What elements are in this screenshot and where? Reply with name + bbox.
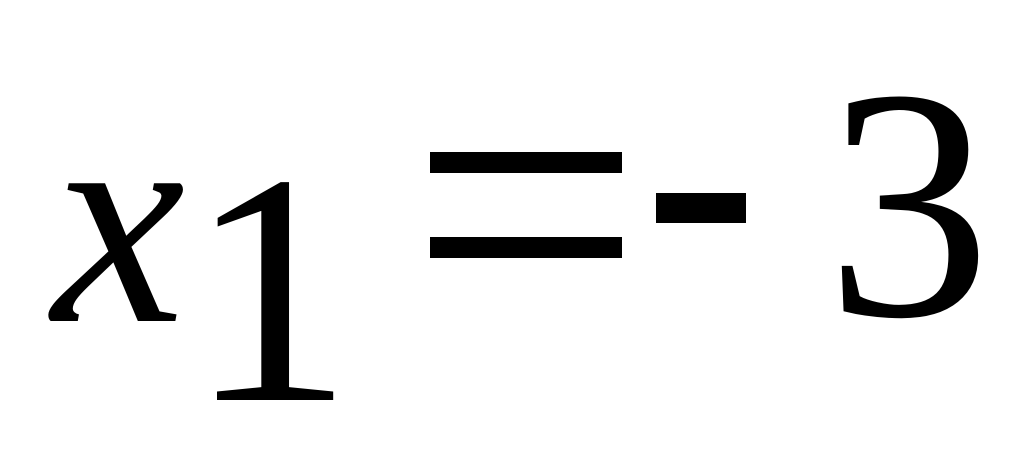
equals-sign: = <box>430 152 622 258</box>
minus-sign: - <box>656 193 746 223</box>
subscript-1: 1 <box>188 107 353 472</box>
variable-x: x <box>52 54 186 386</box>
value-3: 3 <box>826 22 991 387</box>
equals-top-bar <box>430 152 622 173</box>
equals-bottom-bar <box>430 237 622 258</box>
math-equation: x 1 = - 3 <box>52 22 991 472</box>
minus-sign-text: - <box>656 193 657 194</box>
